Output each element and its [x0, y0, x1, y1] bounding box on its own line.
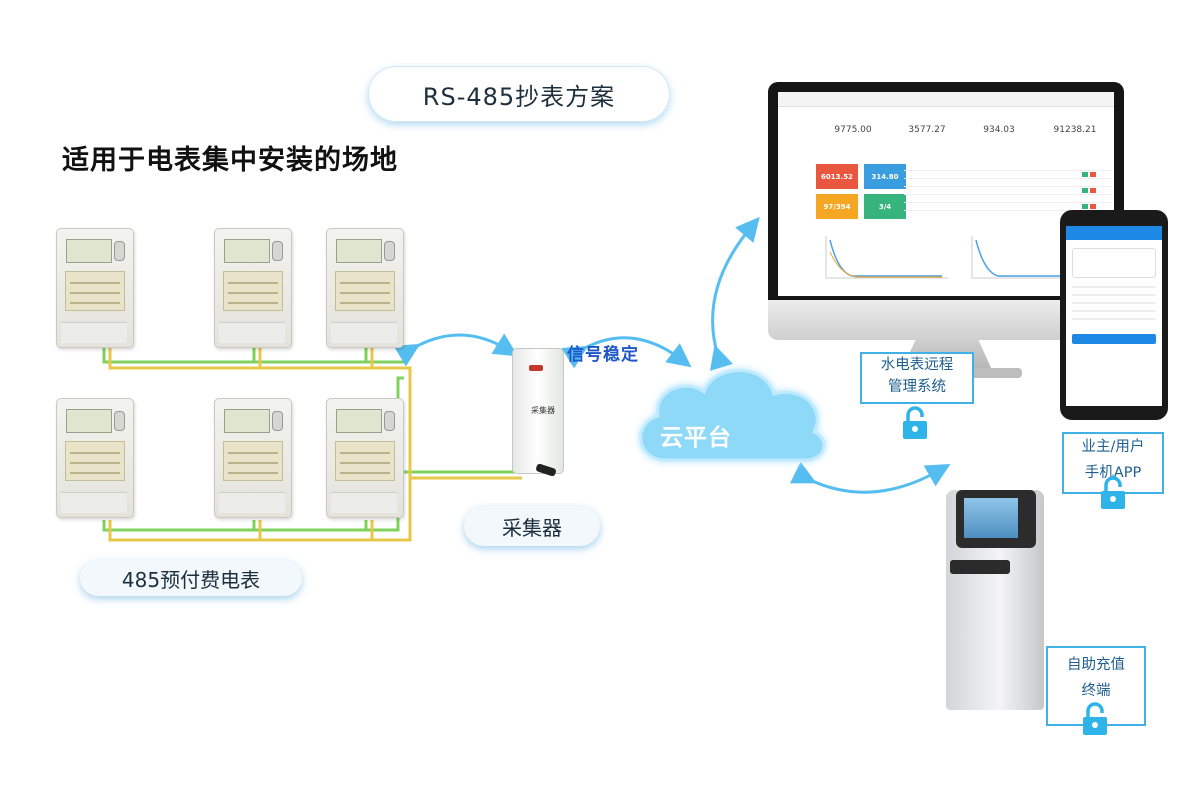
box-line: 水电表远程	[880, 357, 954, 373]
title-pill: RS-485抄表方案	[368, 66, 670, 122]
cloud-label: 云平台	[660, 425, 732, 451]
box-line: 管理系统	[888, 379, 946, 395]
box-line: 终端	[1081, 683, 1111, 699]
meter	[56, 228, 134, 348]
collector-device: 采集器	[512, 348, 564, 474]
meter-pill: 485预付费电表	[80, 560, 302, 596]
stat-value: 9775.00	[834, 125, 872, 135]
lock-icon	[903, 406, 927, 439]
box-line: 手机APP	[1084, 465, 1142, 481]
phone	[1060, 210, 1168, 420]
collector-label: 采集器	[502, 515, 562, 540]
lock-icon	[1101, 476, 1125, 509]
remote-system-box: 水电表远程 管理系统	[860, 352, 974, 404]
meter	[326, 228, 404, 348]
meter-label: 485预付费电表	[121, 567, 261, 592]
kiosk-screen	[964, 498, 1018, 538]
tile: 6013.52	[816, 164, 858, 189]
cloud-icon	[639, 369, 826, 462]
stat-value: 3577.27	[908, 125, 946, 135]
stat-value: 934.03	[983, 125, 1015, 135]
kiosk-head	[956, 490, 1036, 548]
stat-value: 91238.21	[1053, 125, 1097, 135]
page-title: RS-485抄表方案	[422, 82, 616, 111]
tile: 3/4	[864, 194, 906, 219]
dashboard-screen: 9775.00 3577.27 934.03 91238.21 6013.52 …	[778, 92, 1114, 296]
meter	[56, 398, 134, 518]
tile: 314.80	[864, 164, 906, 189]
tile: 97/394	[816, 194, 858, 219]
box-line: 自助充值	[1067, 657, 1125, 673]
kiosk-slot	[950, 560, 1010, 574]
lock-icon	[1083, 702, 1107, 735]
subtitle: 适用于电表集中安装的场地	[62, 145, 398, 176]
meter	[326, 398, 404, 518]
box-line: 业主/用户	[1081, 439, 1145, 455]
signal-label: 信号稳定	[567, 345, 639, 365]
phone-screen	[1066, 226, 1162, 406]
collector-pill: 采集器	[464, 506, 600, 546]
meter	[214, 398, 292, 518]
collector-device-label: 采集器	[531, 406, 555, 415]
meter	[214, 228, 292, 348]
